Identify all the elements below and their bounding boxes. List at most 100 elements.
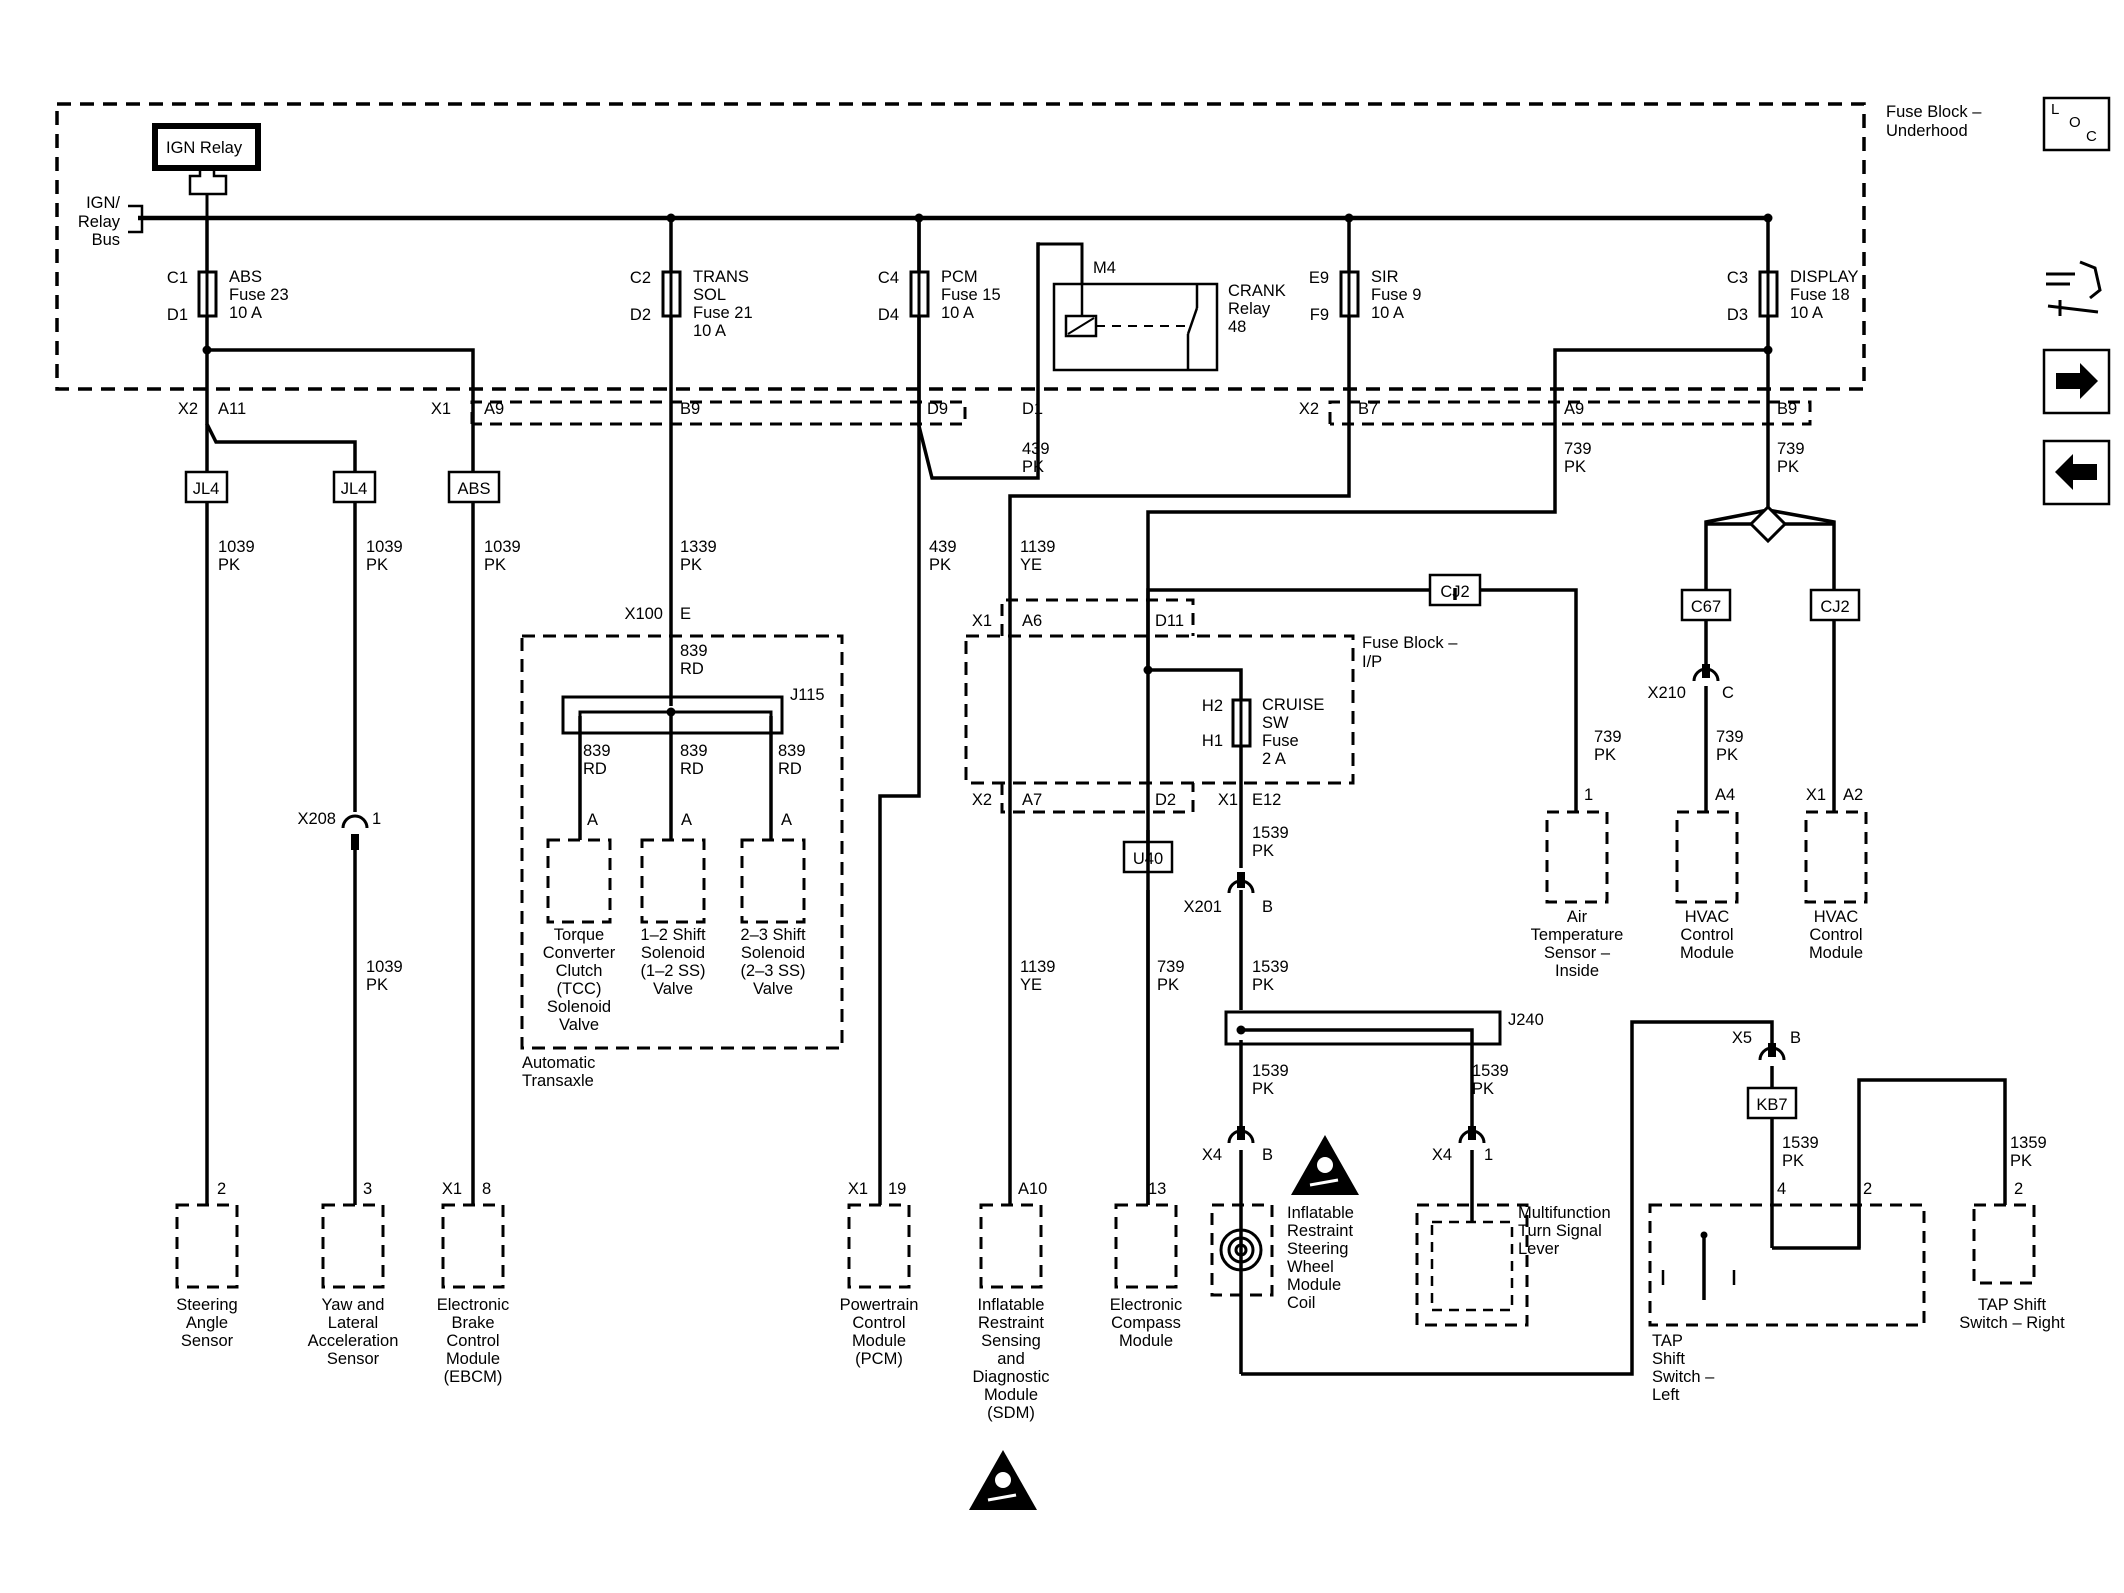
- svg-text:E9: E9: [1309, 269, 1329, 287]
- svg-text:1: 1: [1584, 786, 1593, 804]
- sdm-label: Inflatable: [978, 1296, 1045, 1314]
- svg-text:10 A: 10 A: [693, 322, 726, 340]
- svg-text:D1: D1: [1022, 400, 1043, 418]
- svg-text:PK: PK: [366, 556, 388, 574]
- automatic-transaxle-label: Automatic: [522, 1054, 595, 1072]
- air-temp-sensor-outline: [1545, 810, 1609, 904]
- pcm-label: Powertrain: [840, 1296, 919, 1314]
- svg-text:(PCM): (PCM): [855, 1350, 903, 1368]
- svg-text:CJ2: CJ2: [1820, 598, 1849, 616]
- jl4-option-box-1: [184, 470, 229, 504]
- svg-text:Relay: Relay: [1228, 300, 1271, 318]
- svg-text:D11: D11: [1155, 612, 1184, 630]
- svg-text:A11: A11: [218, 400, 246, 418]
- svg-text:A10: A10: [1018, 1180, 1047, 1198]
- svg-text:Transaxle: Transaxle: [522, 1072, 594, 1090]
- svg-text:D3: D3: [1727, 306, 1748, 324]
- steering-wheel-coil-label: Inflatable: [1287, 1204, 1354, 1222]
- svg-text:Control: Control: [446, 1332, 499, 1350]
- svg-text:Compass: Compass: [1111, 1314, 1181, 1332]
- svg-text:X201: X201: [1183, 898, 1222, 916]
- svg-text:CJ2: CJ2: [1440, 583, 1469, 601]
- svg-text:Angle: Angle: [186, 1314, 228, 1332]
- svg-text:X100: X100: [624, 605, 663, 623]
- svg-text:PK: PK: [218, 556, 240, 574]
- svg-text:Fuse 15: Fuse 15: [941, 286, 1001, 304]
- svg-text:Module: Module: [446, 1350, 500, 1368]
- svg-text:4: 4: [1777, 1180, 1786, 1198]
- svg-text:A: A: [681, 811, 692, 829]
- svg-text:X1: X1: [848, 1180, 868, 1198]
- fuse-symbols: [197, 270, 1779, 748]
- svg-text:X5: X5: [1732, 1029, 1752, 1047]
- underhood-fuse-block-outline: [55, 102, 1866, 391]
- bus-label: IGN/: [86, 194, 120, 212]
- svg-text:B7: B7: [1358, 400, 1378, 418]
- svg-text:Steering: Steering: [1287, 1240, 1348, 1258]
- ip-block-title: Fuse Block –: [1362, 634, 1458, 652]
- svg-text:J240: J240: [1508, 1011, 1544, 1029]
- svg-text:3: 3: [363, 1180, 372, 1198]
- airbag-warning-icon: [969, 1450, 1037, 1510]
- svg-text:Control: Control: [1809, 926, 1862, 944]
- clockspring-coil-icon: [1219, 1228, 1263, 1272]
- splice-diamond: [1748, 504, 1788, 544]
- svg-text:A2: A2: [1843, 786, 1863, 804]
- svg-text:D1: D1: [167, 306, 188, 324]
- svg-text:YE: YE: [1020, 556, 1042, 574]
- svg-text:Turn Signal: Turn Signal: [1518, 1222, 1602, 1240]
- svg-text:10 A: 10 A: [229, 304, 262, 322]
- svg-text:A: A: [587, 811, 598, 829]
- svg-text:JL4: JL4: [193, 480, 220, 498]
- svg-text:48: 48: [1228, 318, 1246, 336]
- svg-text:J115: J115: [790, 686, 825, 704]
- service-tools-icon[interactable]: [2046, 260, 2102, 316]
- svg-text:Fuse 21: Fuse 21: [693, 304, 753, 322]
- svg-text:C2: C2: [630, 269, 651, 287]
- tcc-solenoid-label: Torque: [554, 926, 604, 944]
- svg-text:H2: H2: [1202, 697, 1223, 715]
- svg-text:(EBCM): (EBCM): [444, 1368, 503, 1386]
- svg-text:B: B: [1262, 898, 1273, 916]
- svg-text:Acceleration: Acceleration: [308, 1332, 399, 1350]
- svg-text:739: 739: [1157, 958, 1185, 976]
- svg-text:X210: X210: [1647, 684, 1686, 702]
- ss12-solenoid-outline: [640, 838, 706, 924]
- steering-angle-sensor-outline: [175, 1203, 239, 1289]
- svg-text:Shift: Shift: [1652, 1350, 1685, 1368]
- svg-text:PK: PK: [2010, 1152, 2032, 1170]
- svg-text:PK: PK: [1252, 842, 1274, 860]
- svg-text:E: E: [680, 605, 691, 623]
- ip-block-subtitle: I/P: [1362, 653, 1382, 671]
- svg-text:2: 2: [1863, 1180, 1872, 1198]
- svg-text:1139: 1139: [1020, 538, 1055, 556]
- svg-text:(1–2 SS): (1–2 SS): [640, 962, 705, 980]
- jl4-option-box-2: [332, 470, 377, 504]
- svg-text:Control: Control: [852, 1314, 905, 1332]
- svg-text:10 A: 10 A: [1371, 304, 1404, 322]
- svg-text:1039: 1039: [366, 538, 403, 556]
- loc-icon[interactable]: [2042, 96, 2111, 152]
- x208-connector: [341, 814, 369, 829]
- pcm-outline: [847, 1203, 911, 1289]
- svg-text:A9: A9: [1564, 400, 1584, 418]
- ign-relay-contact: [188, 168, 228, 196]
- svg-text:Sensor: Sensor: [181, 1332, 234, 1350]
- svg-text:Valve: Valve: [653, 980, 693, 998]
- svg-text:19: 19: [888, 1180, 906, 1198]
- svg-text:Left: Left: [1652, 1386, 1680, 1404]
- svg-text:1359: 1359: [2010, 1134, 2047, 1152]
- svg-text:Switch – Right: Switch – Right: [1959, 1314, 2065, 1332]
- svg-text:(2–3 SS): (2–3 SS): [740, 962, 805, 980]
- tap-shift-switch-left-label: TAP: [1652, 1332, 1683, 1350]
- svg-text:RD: RD: [583, 760, 607, 778]
- next-arrow-icon[interactable]: [2042, 348, 2111, 415]
- svg-text:839: 839: [680, 742, 708, 760]
- svg-text:A: A: [781, 811, 792, 829]
- trans-fuse-label: TRANS: [693, 268, 749, 286]
- svg-text:PK: PK: [1252, 976, 1274, 994]
- clockspring-outline: [1210, 1203, 1274, 1297]
- previous-arrow-icon[interactable]: [2042, 439, 2111, 506]
- svg-text:F9: F9: [1310, 306, 1329, 324]
- svg-text:Module: Module: [1680, 944, 1734, 962]
